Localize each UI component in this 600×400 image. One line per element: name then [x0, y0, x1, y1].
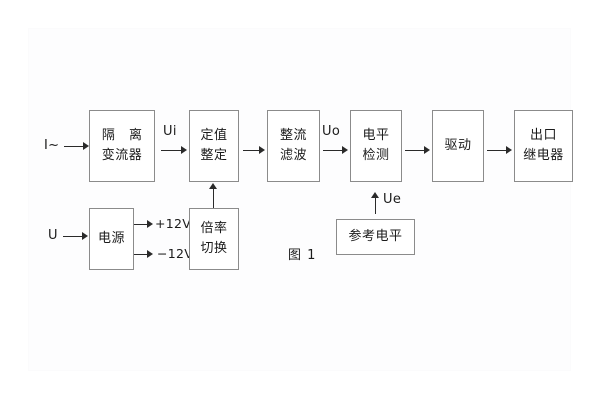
block-output-relay-line2: 继电器 — [523, 148, 564, 163]
block-ratio-switch-line1: 倍率 — [200, 220, 228, 236]
figure-caption: 图 1 — [288, 248, 317, 263]
input-label-current: I~ — [44, 138, 60, 153]
wire-drive-to-relay — [487, 150, 507, 151]
block-isolation-transformer[interactable]: 隔 离 变流器 — [89, 110, 155, 182]
rail-label-negative: −12V — [157, 246, 194, 261]
signal-label-uo: Uo — [322, 124, 341, 139]
block-reference-level-line1: 参考电平 — [348, 228, 403, 244]
input-label-voltage: U — [48, 228, 58, 243]
arrowhead-ui — [181, 146, 187, 154]
block-setting-adjust-line2: 整定 — [200, 148, 228, 163]
wire-rail-neg — [134, 254, 148, 255]
arrowhead-uo — [342, 146, 348, 154]
block-drive-line1: 驱动 — [444, 137, 472, 153]
arrowhead-rail-neg — [147, 250, 153, 258]
block-power-supply[interactable]: 电源 — [89, 208, 134, 270]
block-rectify-filter-line1: 整流 — [279, 127, 307, 143]
wire-voltage-to-power — [63, 236, 83, 237]
arrowhead-drive-to-relay — [506, 146, 512, 154]
wire-current-to-isolation — [64, 146, 84, 147]
block-reference-level[interactable]: 参考电平 — [336, 219, 415, 255]
arrowhead-current-input — [83, 142, 89, 150]
signal-label-ue: Ue — [383, 192, 402, 207]
arrowhead-ratio-to-setting — [209, 183, 217, 189]
wire-isolation-to-setting — [161, 150, 182, 151]
arrowhead-ue — [371, 192, 379, 198]
block-ratio-switch-line2: 切换 — [200, 241, 228, 256]
diagram-frame — [28, 28, 571, 371]
wire-rectify-to-level — [323, 150, 343, 151]
block-isolation-transformer-line1: 隔 离 — [101, 127, 148, 143]
block-output-relay-line1: 出口 — [529, 127, 557, 143]
block-power-supply-line1: 电源 — [97, 230, 125, 246]
rail-label-positive: +12V — [155, 216, 192, 231]
wire-rail-pos — [134, 224, 148, 225]
block-level-detect-line1: 电平 — [362, 127, 390, 143]
wire-reference-to-level — [375, 197, 376, 214]
block-setting-adjust-line1: 定值 — [200, 127, 228, 143]
signal-label-ui: Ui — [163, 124, 177, 139]
block-rectify-filter[interactable]: 整流 滤波 — [267, 110, 320, 182]
block-isolation-transformer-line2: 变流器 — [101, 148, 143, 163]
arrowhead-voltage-input — [82, 232, 88, 240]
arrowhead-setting-to-rectify — [259, 146, 265, 154]
block-level-detect[interactable]: 电平 检测 — [350, 110, 402, 182]
wire-ratio-to-setting — [213, 188, 214, 208]
block-ratio-switch[interactable]: 倍率 切换 — [189, 208, 239, 270]
block-rectify-filter-line2: 滤波 — [279, 148, 307, 163]
block-output-relay[interactable]: 出口 继电器 — [514, 110, 573, 182]
arrowhead-rail-pos — [147, 220, 153, 228]
block-level-detect-line2: 检测 — [362, 148, 390, 163]
wire-level-to-drive — [405, 150, 425, 151]
arrowhead-level-to-drive — [424, 146, 430, 154]
wire-setting-to-rectify — [243, 150, 260, 151]
block-setting-adjust[interactable]: 定值 整定 — [189, 110, 239, 182]
block-drive[interactable]: 驱动 — [432, 110, 484, 182]
